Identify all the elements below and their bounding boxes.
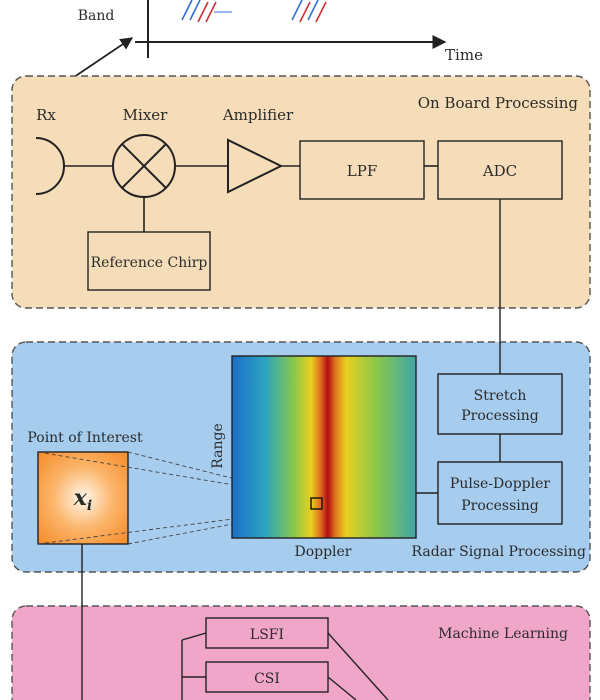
ml-title: Machine Learning — [438, 626, 568, 642]
lsfi-label: LSFI — [250, 627, 284, 643]
stretch-processing-line2: Processing — [461, 408, 539, 424]
ml-background — [11, 605, 591, 700]
chirp-rx-4 — [315, 1, 327, 23]
radar-signal-processing-panel: Point of Interest xi Range Doppler Stret… — [11, 341, 591, 573]
range-doppler-heatmap — [231, 355, 417, 539]
adc-label: ADC — [482, 162, 517, 180]
chirp-rx-1 — [197, 1, 209, 23]
pulse-doppler-line1: Pulse-Doppler — [450, 476, 550, 492]
ml-connector-lines — [181, 632, 389, 700]
point-of-interest-label: Point of Interest — [27, 430, 143, 446]
on-board-background — [11, 75, 591, 309]
lpf-block — [299, 140, 425, 200]
lpf-label: LPF — [347, 162, 377, 180]
chirp-tx-2 — [189, 0, 201, 21]
rx-label: Rx — [36, 106, 56, 124]
doppler-axis-label: Doppler — [294, 544, 351, 560]
chirp-tx-3 — [291, 0, 303, 21]
chirp-tx-4 — [307, 0, 319, 21]
time-label: Time — [445, 46, 483, 64]
on-board-processing-panel: On Board Processing Rx Mixer Amplifier L… — [11, 75, 591, 309]
chirp-rx-3 — [299, 1, 311, 23]
heatmap-focus-box — [310, 497, 323, 510]
top-chirp-chart: Band Time — [39, 0, 483, 101]
xi-symbol: xi — [73, 485, 92, 514]
amplifier-icon — [227, 138, 284, 194]
chirp-tx-1 — [181, 0, 193, 21]
point-of-interest-block — [37, 451, 129, 545]
on-board-title: On Board Processing — [418, 94, 579, 112]
chirp-strokes — [181, 0, 327, 23]
radar-title: Radar Signal Processing — [412, 544, 587, 560]
machine-learning-panel: Machine Learning LSFI CSI — [11, 605, 591, 700]
chirp-rx-2 — [205, 1, 217, 23]
csi-label: CSI — [254, 671, 280, 687]
band-label: Band — [78, 8, 115, 24]
mixer-label: Mixer — [123, 106, 168, 124]
reference-chirp-label: Reference Chirp — [91, 255, 208, 271]
range-axis-label: Range — [210, 423, 226, 468]
pulse-doppler-line2: Processing — [461, 498, 539, 514]
reference-chirp-block — [87, 231, 211, 291]
stretch-processing-line1: Stretch — [474, 388, 527, 404]
amplifier-label: Amplifier — [222, 106, 294, 124]
